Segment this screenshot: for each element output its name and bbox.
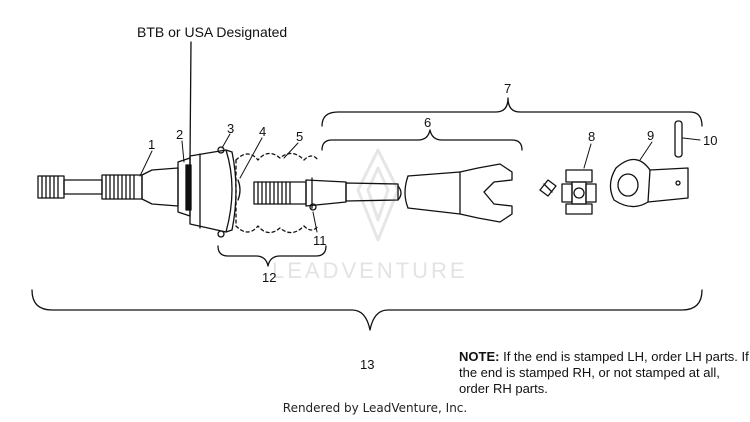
watermark-text: LEADVENTURE (272, 258, 468, 283)
leader-lines (139, 133, 701, 233)
ordering-note: NOTE: If the end is stamped LH, order LH… (459, 349, 749, 397)
yoke-part (609, 158, 689, 208)
pin-part (674, 120, 683, 158)
brace-item-7 (321, 97, 703, 127)
brace-item-12 (217, 245, 327, 267)
note-label: NOTE: (459, 349, 500, 364)
brace-item-6 (321, 129, 523, 151)
stub-shaft-part (37, 167, 179, 207)
cross-bearing-part (561, 169, 597, 215)
boot-part (235, 152, 319, 234)
grease-fitting-part (539, 179, 557, 197)
callout-9: 9 (647, 128, 655, 143)
callout-13: 13 (360, 357, 375, 372)
watermark-logo-icon (356, 148, 400, 242)
callout-5: 5 (296, 129, 304, 144)
drive-shaft-part (253, 163, 513, 223)
callout-8: 8 (588, 129, 596, 144)
screw-part (309, 203, 317, 211)
callout-1: 1 (148, 137, 156, 152)
callout-10: 10 (703, 133, 718, 148)
callout-4: 4 (259, 124, 267, 139)
footer-credit: Rendered by LeadVenture, Inc. (282, 401, 468, 415)
designation-label: BTB or USA Designated (137, 24, 288, 40)
brace-item-13 (31, 289, 703, 331)
callout-12: 12 (262, 270, 277, 285)
cv-joint-housing-part (177, 146, 237, 238)
callout-11: 11 (313, 233, 327, 248)
callout-6: 6 (424, 115, 432, 130)
designation-leader-line (189, 41, 192, 161)
callout-2: 2 (176, 127, 184, 142)
callout-3: 3 (227, 121, 235, 136)
note-text: If the end is stamped LH, order LH parts… (459, 349, 749, 396)
callout-7: 7 (504, 81, 512, 96)
retaining-ring-part (237, 179, 241, 201)
